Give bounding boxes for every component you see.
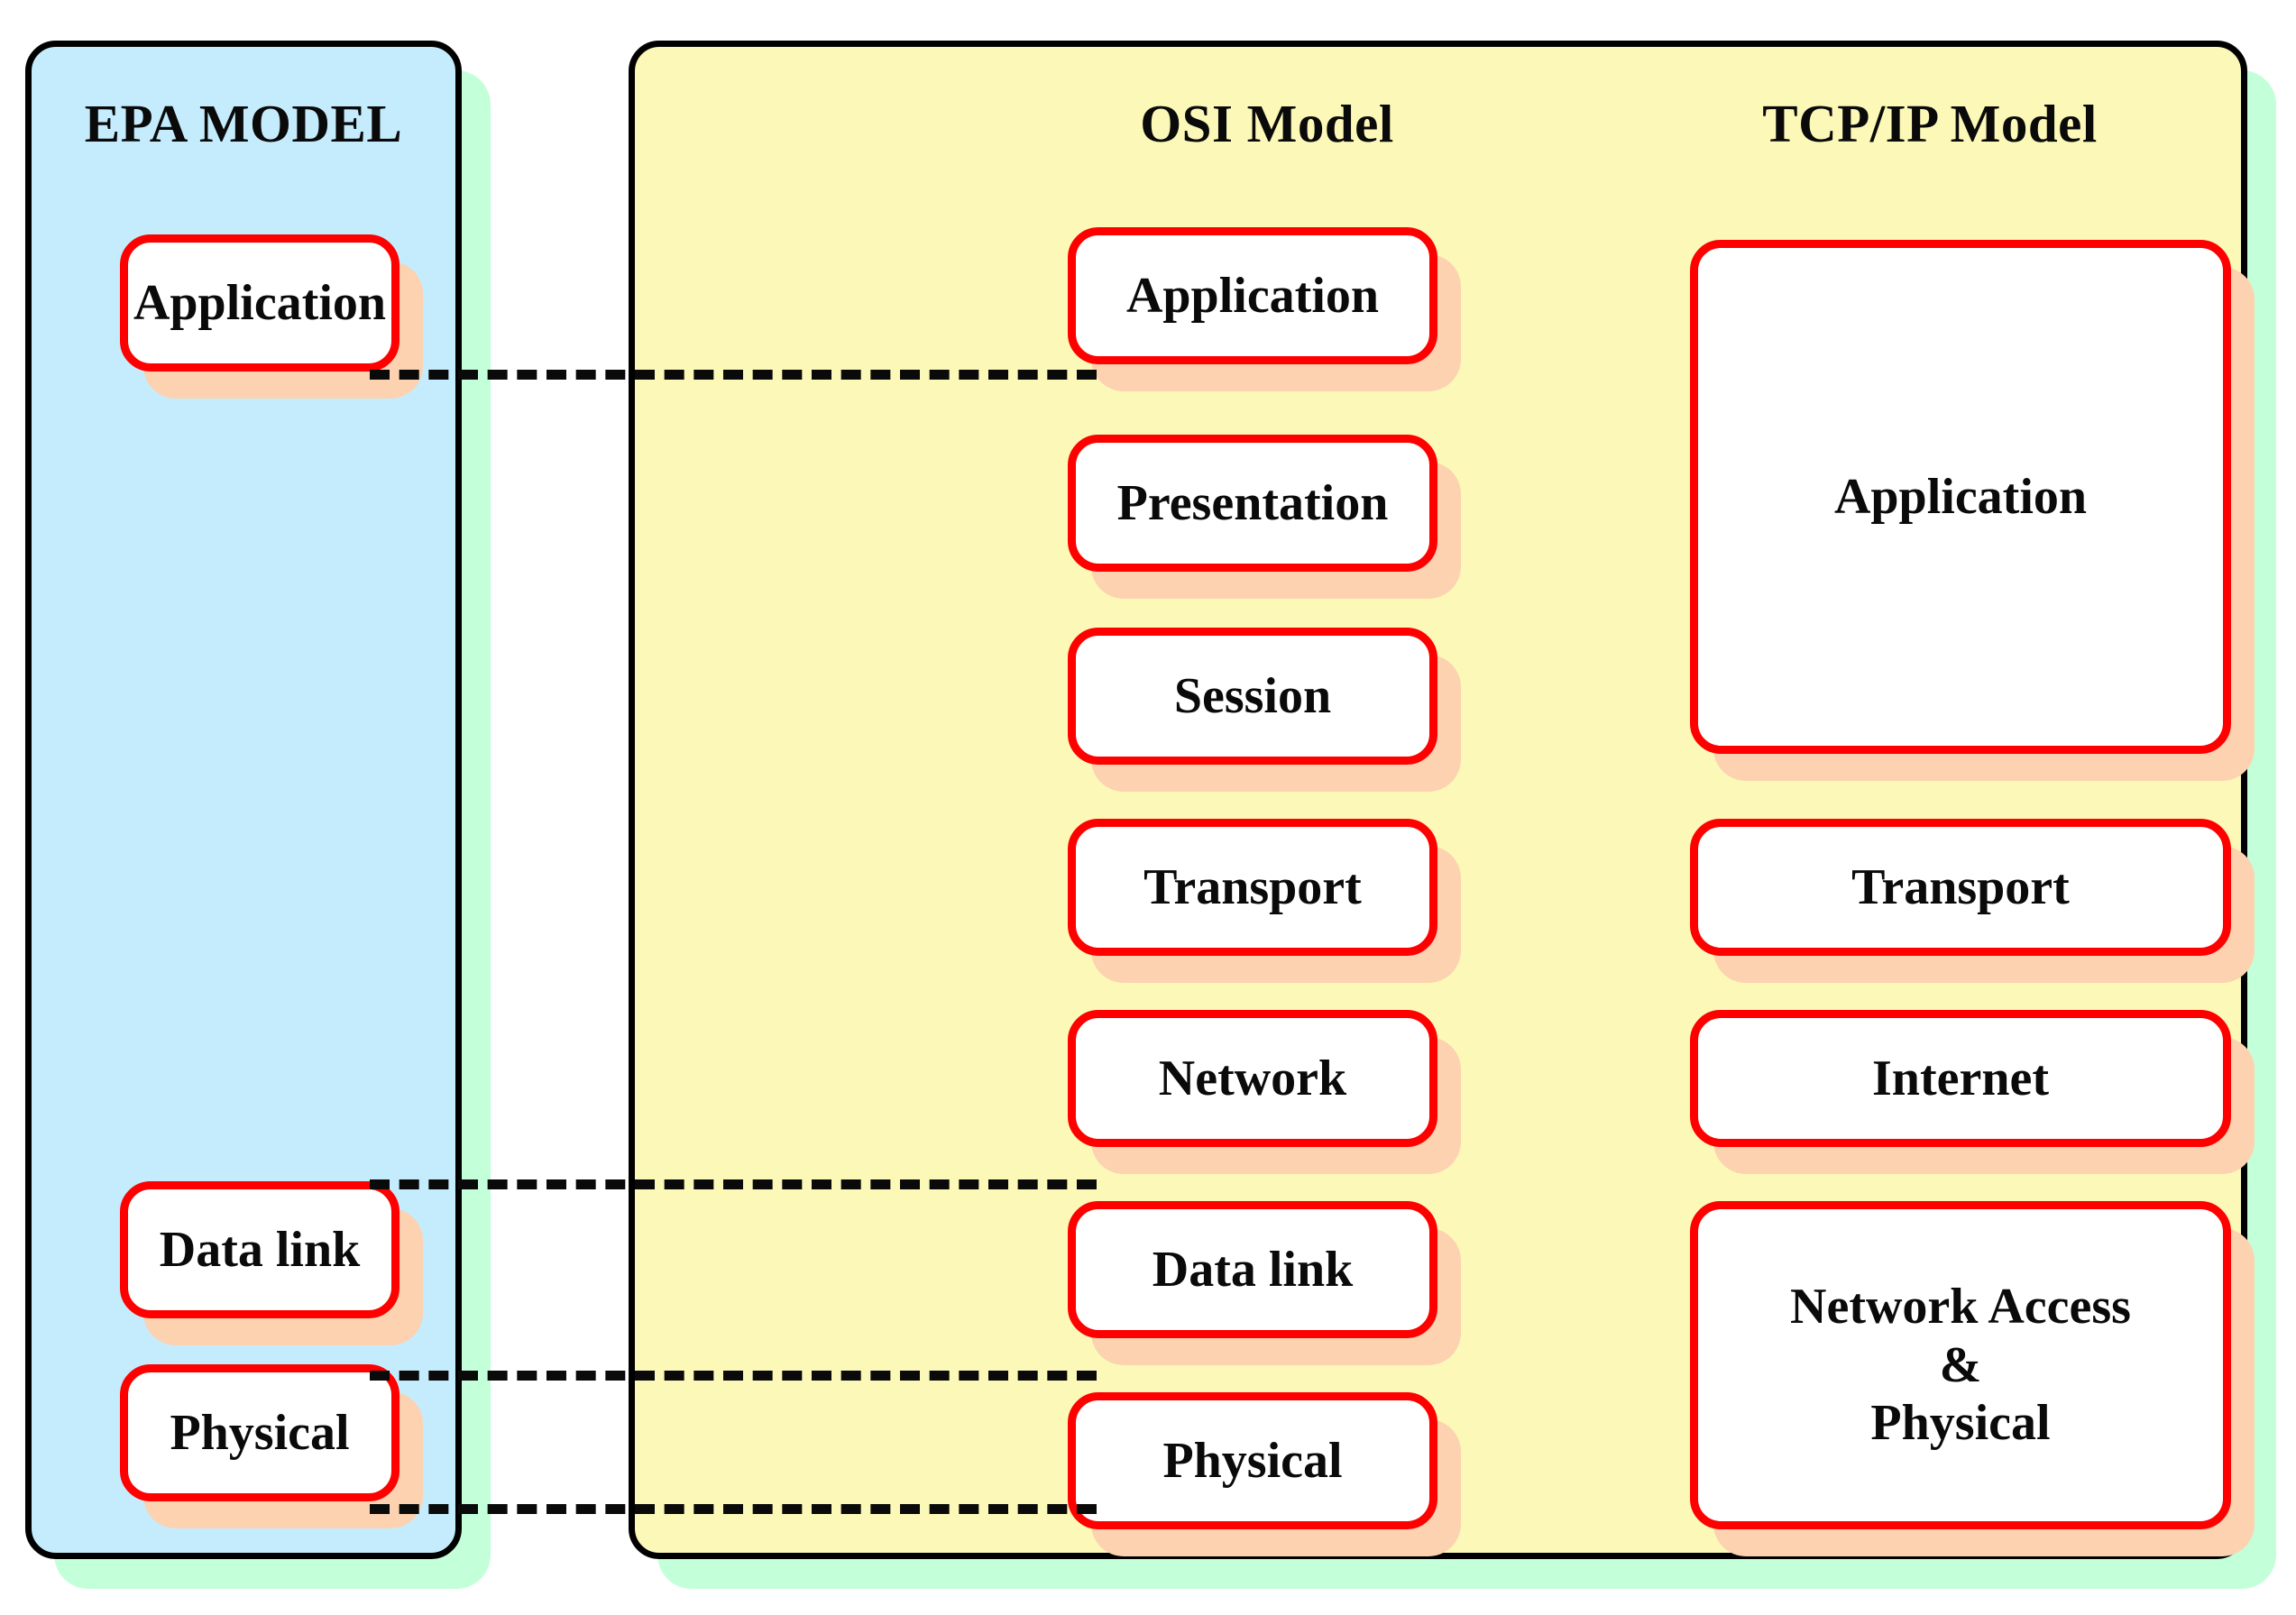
tcpip-layer-internet-label: Internet <box>1872 1050 2049 1106</box>
osi-layer-data-link[interactable]: Data link <box>1068 1201 1461 1365</box>
osi-layer-transport-box[interactable]: Transport <box>1068 819 1437 956</box>
osi-layer-presentation-label: Presentation <box>1116 474 1389 531</box>
epa-layer-application-label: Application <box>133 274 387 331</box>
epa-model-title: EPA MODEL <box>84 94 403 153</box>
epa-layer-data-link-label: Data link <box>159 1221 361 1278</box>
osi-layer-session-label: Session <box>1173 667 1332 724</box>
osi-layer-physical-label: Physical <box>1162 1432 1343 1489</box>
osi-layer-physical[interactable]: Physical <box>1068 1392 1461 1556</box>
tcpip-layer-network-access-physical-label: Network Access & Physical <box>1790 1278 2131 1452</box>
connector-physical-bottom <box>370 1504 1097 1514</box>
epa-layer-physical-box[interactable]: Physical <box>120 1364 400 1501</box>
epa-layer-application-box[interactable]: Application <box>120 234 400 372</box>
osi-layer-session[interactable]: Session <box>1068 628 1461 792</box>
osi-layer-network-box[interactable]: Network <box>1068 1010 1437 1147</box>
osi-model-title: OSI Model <box>1140 94 1394 153</box>
tcpip-layer-application-label: Application <box>1833 468 2088 525</box>
osi-layer-presentation[interactable]: Presentation <box>1068 435 1461 599</box>
osi-layer-session-box[interactable]: Session <box>1068 628 1437 765</box>
osi-layer-transport[interactable]: Transport <box>1068 819 1461 983</box>
connector-application-link <box>370 370 1097 380</box>
connector-physical-top <box>370 1371 1097 1381</box>
osi-layer-data-link-label: Data link <box>1152 1241 1354 1298</box>
osi-layer-presentation-box[interactable]: Presentation <box>1068 435 1437 572</box>
tcpip-layer-application-box[interactable]: Application <box>1690 240 2231 754</box>
tcpip-layer-transport-label: Transport <box>1851 858 2070 915</box>
tcpip-layer-application[interactable]: Application <box>1690 240 2255 781</box>
tcpip-layer-network-access-physical-box[interactable]: Network Access & Physical <box>1690 1201 2231 1529</box>
tcpip-layer-internet-box[interactable]: Internet <box>1690 1010 2231 1147</box>
osi-layer-network[interactable]: Network <box>1068 1010 1461 1174</box>
tcpip-layer-internet[interactable]: Internet <box>1690 1010 2255 1174</box>
tcpip-layer-transport[interactable]: Transport <box>1690 819 2255 983</box>
osi-layer-transport-label: Transport <box>1143 858 1362 915</box>
epa-layer-physical[interactable]: Physical <box>120 1364 423 1528</box>
osi-layer-physical-box[interactable]: Physical <box>1068 1392 1437 1529</box>
tcpip-layer-network-access-physical[interactable]: Network Access & Physical <box>1690 1201 2255 1556</box>
osi-layer-application-box[interactable]: Application <box>1068 227 1437 364</box>
epa-layer-physical-label: Physical <box>170 1404 350 1461</box>
osi-layer-network-label: Network <box>1158 1050 1347 1106</box>
osi-layer-application-label: Application <box>1125 267 1380 324</box>
epa-layer-data-link[interactable]: Data link <box>120 1181 423 1345</box>
osi-layer-data-link-box[interactable]: Data link <box>1068 1201 1437 1338</box>
tcpip-layer-transport-box[interactable]: Transport <box>1690 819 2231 956</box>
epa-layer-application[interactable]: Application <box>120 234 423 399</box>
tcpip-model-title: TCP/IP Model <box>1762 94 2098 153</box>
epa-layer-data-link-box[interactable]: Data link <box>120 1181 400 1318</box>
connector-data-link-top <box>370 1179 1097 1189</box>
osi-layer-application[interactable]: Application <box>1068 227 1461 391</box>
